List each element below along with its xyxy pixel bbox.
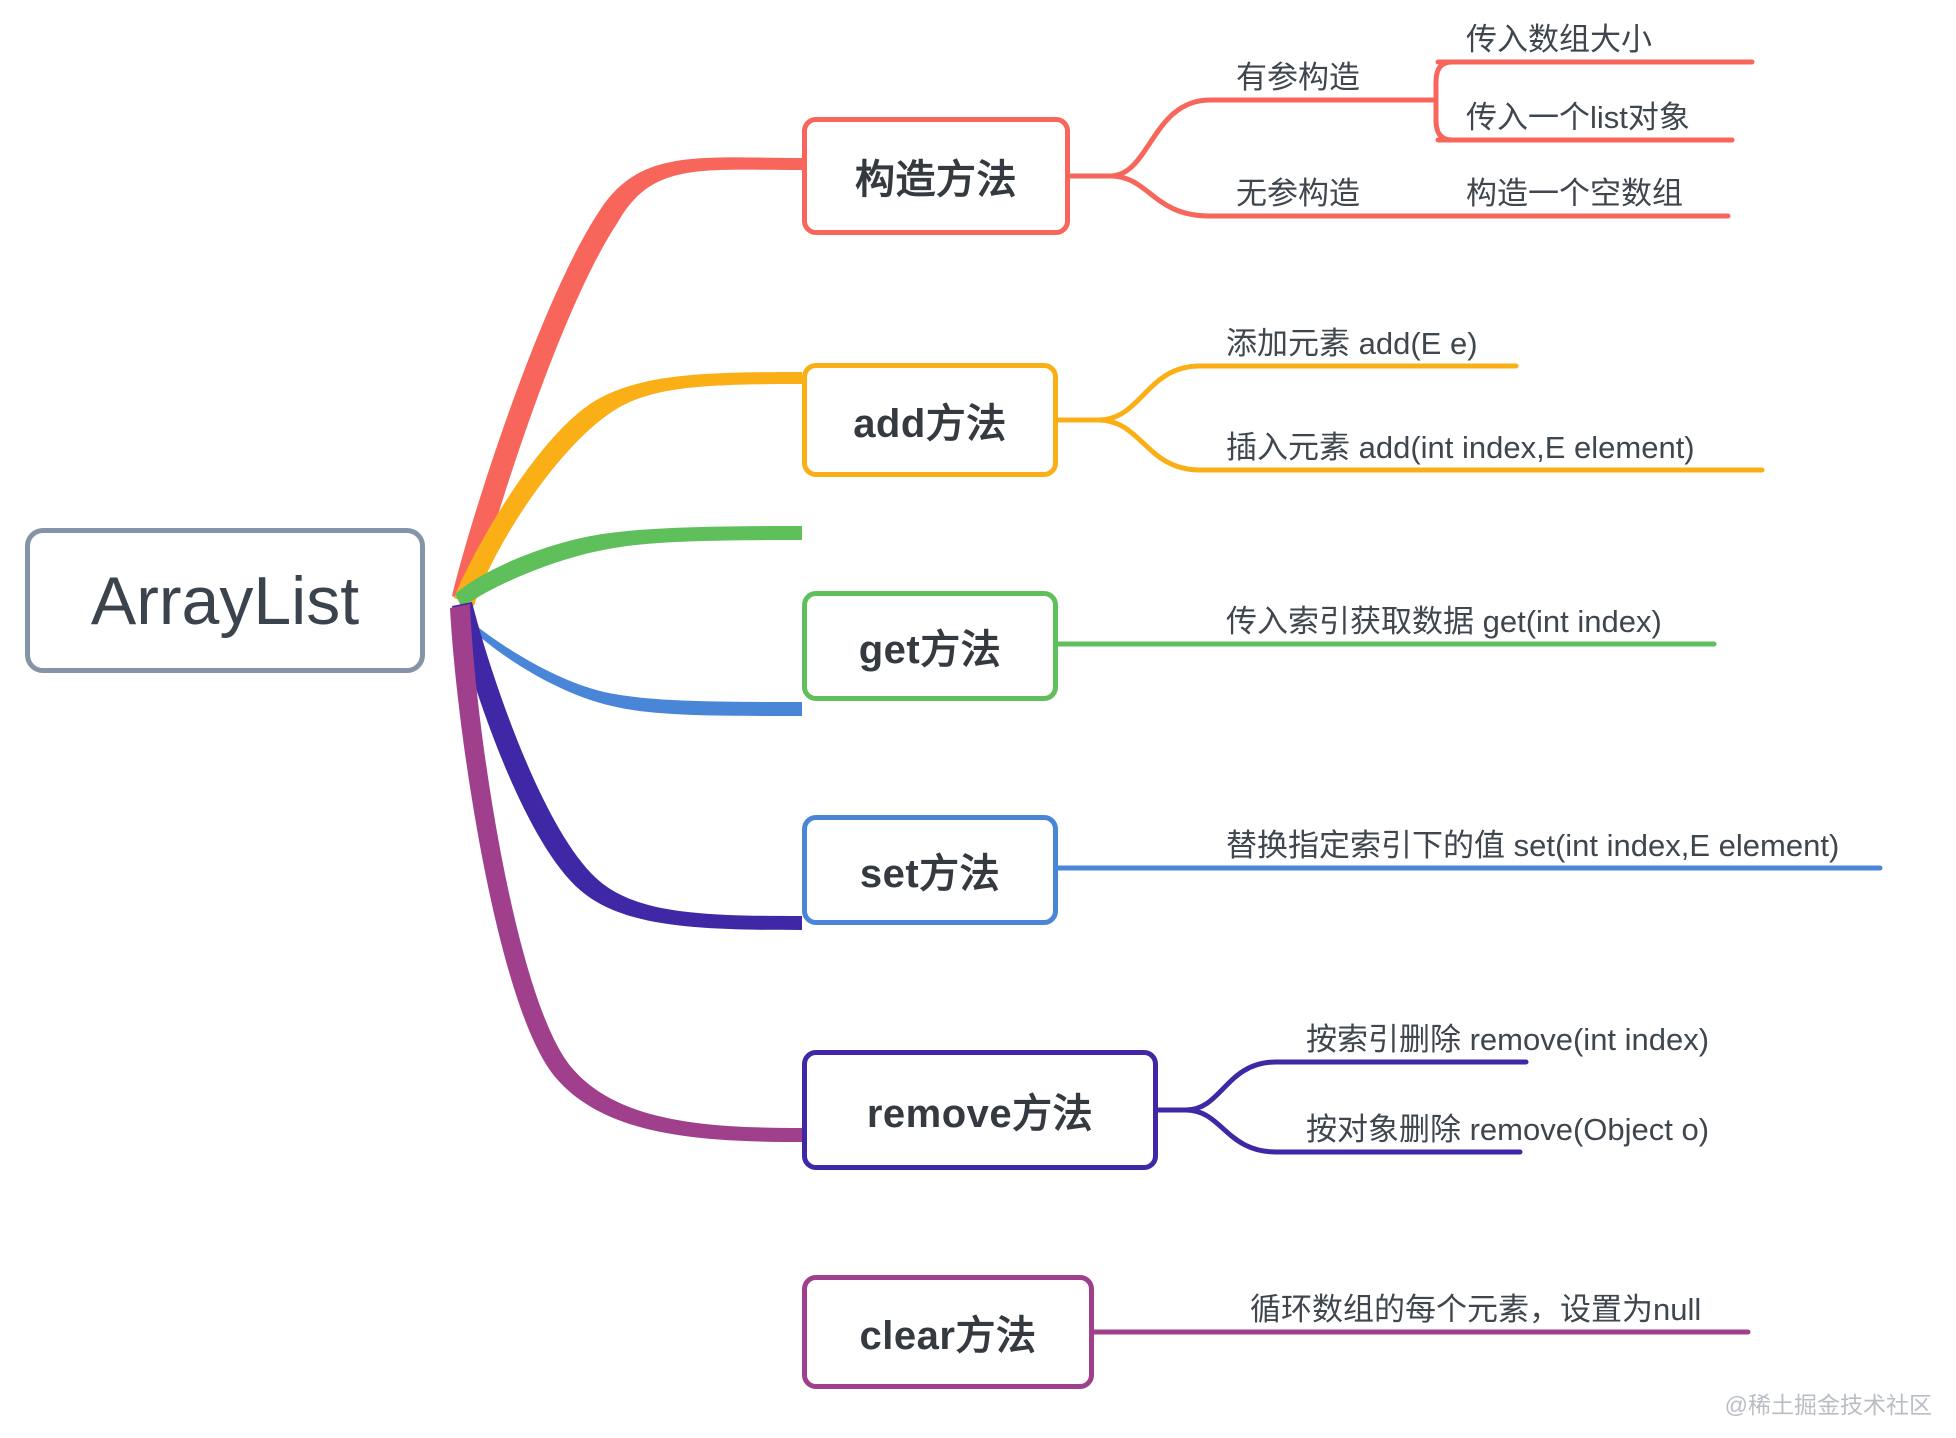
leaf-label-remove-by-index[interactable]: 按索引删除 remove(int index) [1306,1022,1710,1057]
branch-node-set[interactable]: set方法 [802,815,1058,925]
subwires-constructor [1067,59,1755,219]
leaf-label-with-args[interactable]: 有参构造 [1236,60,1360,95]
trunk-clear [450,604,802,1142]
branch-node-label: get方法 [858,628,1002,672]
branch-node-clear[interactable]: clear方法 [802,1275,1094,1389]
leaf-label-remove-by-object[interactable]: 按对象删除 remove(Object o) [1306,1112,1710,1147]
branch-node-label: add方法 [853,402,1007,446]
trunk-constructor [452,157,802,604]
leaf-label-get-by-index[interactable]: 传入索引获取数据 get(int index) [1226,604,1662,639]
leaf-label-empty-array[interactable]: 构造一个空数组 [1466,176,1683,211]
root-node-label: ArrayList [90,562,360,639]
trunk-get [455,526,802,608]
branch-node-label: set方法 [859,852,1001,896]
leaf-label-clear-set-null[interactable]: 循环数组的每个元素，设置为null [1250,1292,1702,1327]
subwires-remove [1155,1059,1529,1155]
leaf-label-list-object[interactable]: 传入一个list对象 [1466,100,1690,135]
branch-node-add[interactable]: add方法 [802,363,1058,477]
root-node[interactable]: ArrayList [25,528,425,673]
branch-node-remove[interactable]: remove方法 [802,1050,1158,1170]
leaf-label-add-element[interactable]: 添加元素 add(E e) [1226,326,1478,361]
branch-node-label: clear方法 [859,1314,1037,1358]
branch-node-label: 构造方法 [855,158,1017,202]
trunk-set [453,606,802,716]
subwires-add [1055,363,1765,473]
watermark: @稀土掘金技术社区 [1724,1392,1932,1418]
trunk-add [454,372,802,606]
trunk-remove [452,602,802,930]
leaf-label-insert-element[interactable]: 插入元素 add(int index,E element) [1226,430,1695,465]
leaf-label-no-args[interactable]: 无参构造 [1236,176,1360,211]
leaf-label-array-size[interactable]: 传入数组大小 [1466,22,1652,57]
branch-node-label: remove方法 [866,1092,1094,1136]
branch-node-constructor[interactable]: 构造方法 [802,117,1070,235]
leaf-label-set-by-index[interactable]: 替换指定索引下的值 set(int index,E element) [1226,828,1840,863]
branch-node-get[interactable]: get方法 [802,591,1058,701]
